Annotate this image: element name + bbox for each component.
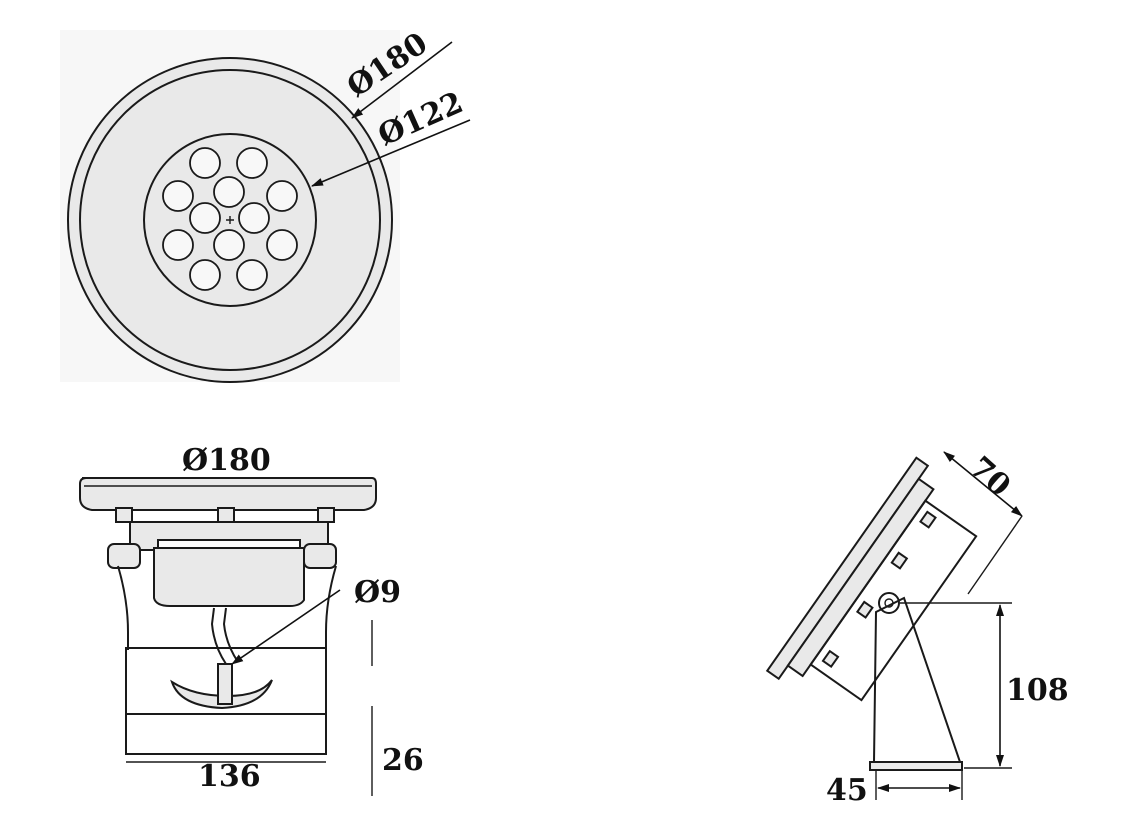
led-8 bbox=[162, 229, 194, 261]
led-10 bbox=[266, 229, 298, 261]
led-array bbox=[162, 147, 298, 291]
side-screw-4 bbox=[919, 510, 937, 529]
side-view: 70 108 45 bbox=[765, 450, 1069, 808]
side-knob-left bbox=[107, 543, 141, 569]
housing-collar bbox=[129, 521, 329, 551]
rim-inner-circle bbox=[79, 69, 381, 371]
cable-hook bbox=[170, 679, 273, 710]
front-view: Ø180 Ø9 136 26 bbox=[79, 443, 424, 796]
depth-label: 70 bbox=[963, 450, 1017, 504]
cable-edge bbox=[222, 607, 239, 663]
outer-diameter-leader bbox=[351, 41, 453, 119]
center-mark bbox=[226, 216, 234, 224]
led-5 bbox=[266, 180, 298, 212]
cable-gland bbox=[217, 663, 233, 705]
stand bbox=[872, 596, 962, 763]
screw-center bbox=[217, 507, 235, 523]
height-label: 108 bbox=[1006, 673, 1069, 708]
lamp-ring bbox=[786, 477, 935, 678]
lamp-face bbox=[765, 456, 930, 681]
cable-diameter-leader bbox=[231, 589, 341, 665]
cable-diameter-label: Ø9 bbox=[354, 575, 401, 610]
screw-left bbox=[115, 507, 133, 523]
led-11 bbox=[189, 259, 221, 291]
top-view: Ø180 Ø122 bbox=[60, 26, 471, 383]
led-4 bbox=[213, 176, 245, 208]
depth-dim-line bbox=[943, 451, 1023, 517]
screw-right bbox=[317, 507, 335, 523]
side-screw-3 bbox=[890, 551, 909, 570]
side-screw-1 bbox=[821, 649, 840, 669]
flange bbox=[79, 477, 377, 511]
led-2 bbox=[236, 147, 268, 179]
lamp-housing bbox=[809, 499, 978, 702]
bracket-height-label: 26 bbox=[382, 743, 424, 778]
housing-body bbox=[153, 547, 305, 607]
side-knob-right bbox=[303, 543, 337, 569]
pivot-bolt-inner bbox=[884, 598, 894, 608]
stand-base bbox=[869, 761, 963, 771]
led-7 bbox=[238, 202, 270, 234]
clamp-base bbox=[125, 713, 327, 755]
body-width-label: 136 bbox=[198, 759, 261, 794]
pivot-bolt bbox=[878, 592, 900, 614]
led-3 bbox=[162, 180, 194, 212]
led-6 bbox=[189, 202, 221, 234]
lens-circle bbox=[143, 133, 317, 307]
inner-diameter-leader bbox=[311, 119, 471, 187]
flange-diameter-label: Ø180 bbox=[182, 443, 271, 478]
side-screw-2 bbox=[855, 600, 874, 619]
led-9 bbox=[213, 229, 245, 261]
base-width-label: 45 bbox=[826, 773, 868, 808]
depth-ext-line bbox=[967, 515, 1023, 595]
bracket-arms bbox=[117, 565, 337, 650]
cable bbox=[210, 607, 227, 665]
led-12 bbox=[236, 259, 268, 291]
led-1 bbox=[189, 147, 221, 179]
